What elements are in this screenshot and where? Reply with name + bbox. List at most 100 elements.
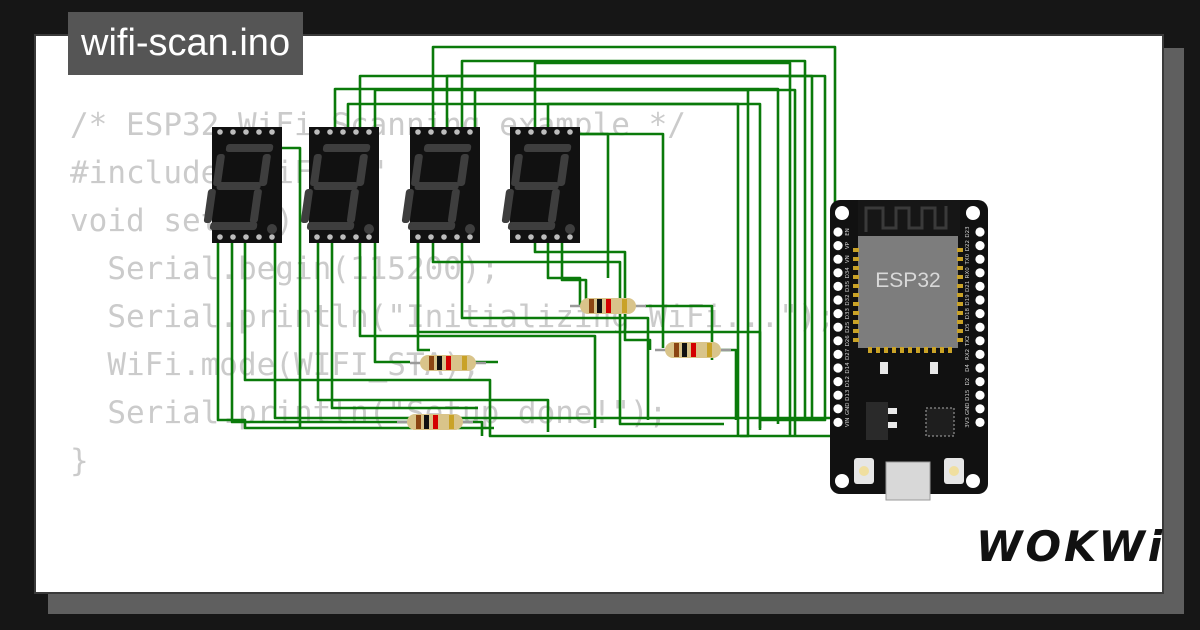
segment xyxy=(209,222,258,230)
chip-pin xyxy=(876,347,880,353)
pin-bottom xyxy=(327,234,333,240)
pin-bottom xyxy=(230,234,236,240)
segment xyxy=(310,154,322,186)
code-background: /* ESP32 WiFi Scanning example */#includ… xyxy=(70,101,835,485)
pin-bottom xyxy=(353,234,359,240)
header-pin xyxy=(975,363,985,373)
segment xyxy=(313,182,358,190)
pin-label: D22 xyxy=(965,240,971,251)
resistors xyxy=(397,298,731,430)
wire xyxy=(230,238,410,424)
wire xyxy=(243,238,835,438)
pin-label: D4 xyxy=(965,364,971,372)
wire xyxy=(216,238,494,430)
smd-component xyxy=(930,362,938,374)
pin-label: EN xyxy=(845,228,851,236)
pin-top xyxy=(340,129,346,135)
resistor-band xyxy=(416,415,421,429)
seven-segment-display xyxy=(401,127,480,243)
header-pin xyxy=(833,281,843,291)
pin-bottom xyxy=(515,234,521,240)
pin-bottom xyxy=(366,234,372,240)
resistor-band xyxy=(589,299,594,313)
pin-label: D12 xyxy=(845,376,851,387)
pin-top xyxy=(454,129,460,135)
pin-label: D13 xyxy=(845,389,851,401)
header-pin xyxy=(833,322,843,332)
file-name-label: wifi-scan.ino xyxy=(68,12,304,75)
seven-segment-display xyxy=(501,127,580,243)
antenna-trace xyxy=(864,206,948,232)
pin-top xyxy=(467,129,473,135)
header-pin xyxy=(975,349,985,359)
pin-label: VIN xyxy=(845,418,851,428)
wire xyxy=(330,238,478,410)
pin-bottom xyxy=(256,234,262,240)
segment xyxy=(249,189,262,223)
header-pin xyxy=(833,417,843,427)
segment xyxy=(547,189,560,223)
pin-top xyxy=(366,129,372,135)
header-pin xyxy=(833,336,843,346)
wire xyxy=(718,348,738,420)
resistor-band xyxy=(674,343,679,357)
wire xyxy=(316,238,550,432)
header-pin xyxy=(975,309,985,319)
pin-top xyxy=(314,129,320,135)
chip-pin xyxy=(884,347,888,353)
chip-pin xyxy=(853,275,859,279)
resistor-band xyxy=(449,415,454,429)
chip-pin xyxy=(948,347,952,353)
header-pin xyxy=(833,268,843,278)
segment xyxy=(259,154,271,186)
code-line: WiFi.mode(WIFI_STA); xyxy=(70,347,481,383)
chip-pin xyxy=(957,257,963,261)
chip-pin xyxy=(957,320,963,324)
resistor xyxy=(410,355,486,371)
pin-top xyxy=(269,129,275,135)
pin-bottom xyxy=(269,234,275,240)
pin-top xyxy=(428,129,434,135)
segment xyxy=(501,189,514,223)
chip-pin xyxy=(940,347,944,353)
pin-label: GND xyxy=(845,402,851,415)
mount-hole xyxy=(966,206,980,220)
header-pin xyxy=(833,295,843,305)
decimal-point xyxy=(364,224,374,234)
pin-bottom xyxy=(454,234,460,240)
header-pin xyxy=(833,363,843,373)
pin-top xyxy=(567,129,573,135)
chip-pin xyxy=(957,275,963,279)
segment xyxy=(346,189,359,223)
header-pin xyxy=(975,241,985,251)
chip-pin xyxy=(932,347,936,353)
chip-pin xyxy=(853,338,859,342)
decimal-point xyxy=(267,224,277,234)
segment xyxy=(457,154,469,186)
header-pin xyxy=(975,417,985,427)
esp32-chip xyxy=(858,236,958,348)
chip-pin xyxy=(957,266,963,270)
board-label: ESP32 xyxy=(875,269,940,292)
pin-label: D2 xyxy=(965,378,971,386)
pin-label: D19 xyxy=(965,294,971,306)
chip-pin xyxy=(957,311,963,315)
pin-label: D27 xyxy=(845,348,851,360)
wires xyxy=(216,45,980,438)
chip-pin xyxy=(957,329,963,333)
chip-pin xyxy=(924,347,928,353)
button-cap xyxy=(859,466,869,476)
pin-bottom xyxy=(217,234,223,240)
segment xyxy=(300,189,313,223)
wire xyxy=(460,59,807,420)
segment xyxy=(414,182,459,190)
chip-pin xyxy=(853,320,859,324)
pin-label: RX2 xyxy=(965,349,971,360)
chip-pin xyxy=(853,248,859,252)
wire xyxy=(533,61,792,436)
resistor-band xyxy=(622,299,627,313)
header-pin xyxy=(975,281,985,291)
wire xyxy=(560,238,588,308)
header-pin xyxy=(975,295,985,305)
